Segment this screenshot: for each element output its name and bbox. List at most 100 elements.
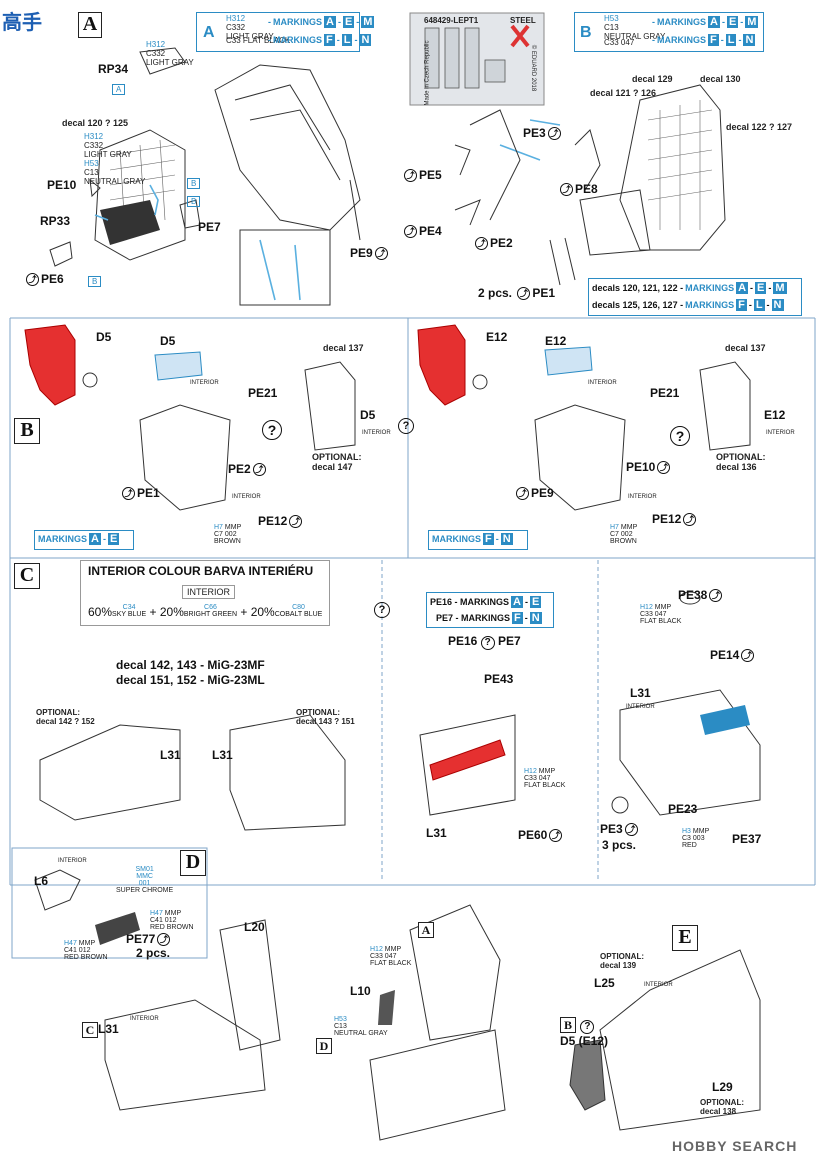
bend-icon: ⤴ — [26, 273, 39, 287]
bend-icon: ⤴ — [549, 829, 563, 843]
label-pe14: PE14⤴ — [710, 648, 756, 663]
label-rp34: RP34 — [98, 62, 129, 76]
bend-icon: ⤴ — [560, 183, 573, 197]
label-pe1: 2 pcs. ⤴PE1 — [478, 286, 556, 301]
interior-colour-title: INTERIOR COLOUR BARVA INTERIÉRU — [88, 564, 314, 578]
pe-markings-box — [426, 592, 554, 628]
bend-icon: ⤴ — [157, 933, 171, 947]
tag-a-bottom: A — [418, 922, 434, 938]
label-pe23: PE23 — [668, 802, 698, 816]
bend-icon: ⤴ — [683, 513, 697, 527]
step-e: E — [672, 925, 698, 951]
label-pe1-b: ⤴PE1 — [120, 486, 160, 501]
seat-left-drawing — [49, 47, 201, 267]
bend-icon: ⤴ — [252, 463, 266, 477]
interior-tag-b2: INTERIOR — [362, 430, 391, 436]
bend-icon: ⤴ — [517, 287, 531, 301]
watermark: HOBBY SEARCH — [672, 1138, 798, 1154]
optional-147: OPTIONAL:decal 147 — [312, 452, 362, 472]
label-pe2: ⤴PE2 — [473, 236, 513, 251]
mig-mf: decal 142, 143 - MiG-23MF — [116, 658, 265, 672]
bend-icon: ⤴ — [289, 515, 303, 529]
label-pe12-b: PE12⤴ — [258, 514, 304, 529]
label-pe4: ⤴PE4 — [402, 224, 442, 239]
label-d5-e12: D5 (E12) — [560, 1034, 609, 1048]
markings-box-ae — [34, 530, 134, 550]
pe16-mk: PE16 - MARKINGS A-E — [430, 596, 542, 608]
label-pe6: ⤴PE6 — [24, 272, 64, 287]
seat-middle-drawing — [214, 64, 361, 306]
legend-left — [196, 12, 360, 52]
label-l20: L20 — [244, 920, 265, 934]
decal-122-127: decal 122 ? 127 — [726, 122, 793, 132]
legend-left-note2: C33 FLAT BLACK — [226, 36, 291, 45]
seat-right-drawing — [454, 84, 726, 286]
decal-130: decal 130 — [700, 74, 741, 84]
bend-icon: ⤴ — [741, 649, 755, 663]
label-l6: L6 — [34, 874, 49, 888]
label-pe10: PE10 — [47, 178, 77, 192]
label-3pcs: 3 pcs. — [602, 838, 637, 852]
bend-icon: ⤴ — [657, 461, 671, 475]
label-pe7: PE7 — [198, 220, 221, 234]
label-pe38: PE38⤴ — [678, 588, 724, 603]
label-l31-d: L31 — [630, 686, 651, 700]
label-pe9: PE9⤴ — [350, 246, 390, 261]
bend-icon: ⤴ — [547, 127, 561, 141]
label-pe2-b: PE2⤴ — [228, 462, 268, 477]
step-a: A — [78, 12, 102, 38]
label-l29: L29 — [712, 1080, 733, 1094]
decal-120-125: decal 120 ? 125 — [62, 118, 129, 128]
logo-text: 高手 — [2, 10, 42, 34]
question-icon: ? — [262, 420, 282, 440]
opt-142-152: OPTIONAL:decal 142 ? 152 — [36, 708, 95, 726]
legend-left-mk-fn: - MARKINGS F-L-N — [268, 34, 372, 46]
markings-ae-b: MARKINGS A-E — [38, 533, 120, 545]
legend-right — [574, 12, 764, 52]
interior-tag-c: INTERIOR — [626, 704, 655, 710]
tag-c-bottom: C — [82, 1022, 98, 1038]
colour-box — [80, 560, 330, 626]
tag-b-small-2: B — [187, 178, 201, 189]
tag-d-bottom: D — [316, 1038, 332, 1054]
tag-b-small-3: B — [187, 196, 201, 207]
interior-tag-e: INTERIOR — [644, 982, 673, 988]
tag-a-small: A — [112, 84, 126, 95]
decals-ae-line: decals 120, 121, 122 - MARKINGS A-E-M — [592, 282, 787, 294]
step-c: C — [14, 563, 40, 589]
label-pe21b: PE21 — [650, 386, 680, 400]
markings-fn-b: MARKINGS F-N — [432, 533, 513, 545]
label-pe43: PE43 — [484, 672, 514, 686]
label-pe10-b: PE10⤴ — [626, 460, 672, 475]
logo: 高手 — [2, 6, 74, 40]
tag-b-small: B — [88, 276, 102, 287]
label-l31-bottom: L31 — [98, 1022, 119, 1036]
step-d: D — [180, 850, 206, 876]
label-l10: L10 — [350, 984, 371, 998]
question-icon: ? — [398, 416, 414, 434]
label-pe5: ⤴PE5 — [402, 168, 442, 183]
label-pe60: PE60⤴ — [518, 828, 564, 843]
label-l31-c: L31 — [426, 826, 447, 840]
label-pe3-c: PE3⤴ — [600, 822, 640, 837]
question-icon: ? — [670, 426, 690, 446]
label-pe16-pe7: PE16 ? PE7 — [448, 634, 521, 650]
decal-129: decal 129 — [632, 74, 673, 84]
opt-139: OPTIONAL:decal 139 — [600, 952, 644, 970]
label-pe21: PE21 — [248, 386, 278, 400]
bend-icon: ⤴ — [516, 487, 529, 501]
bend-icon: ⤴ — [624, 823, 638, 837]
decal-markings-box — [588, 278, 802, 316]
label-pe37: PE37 — [732, 832, 762, 846]
